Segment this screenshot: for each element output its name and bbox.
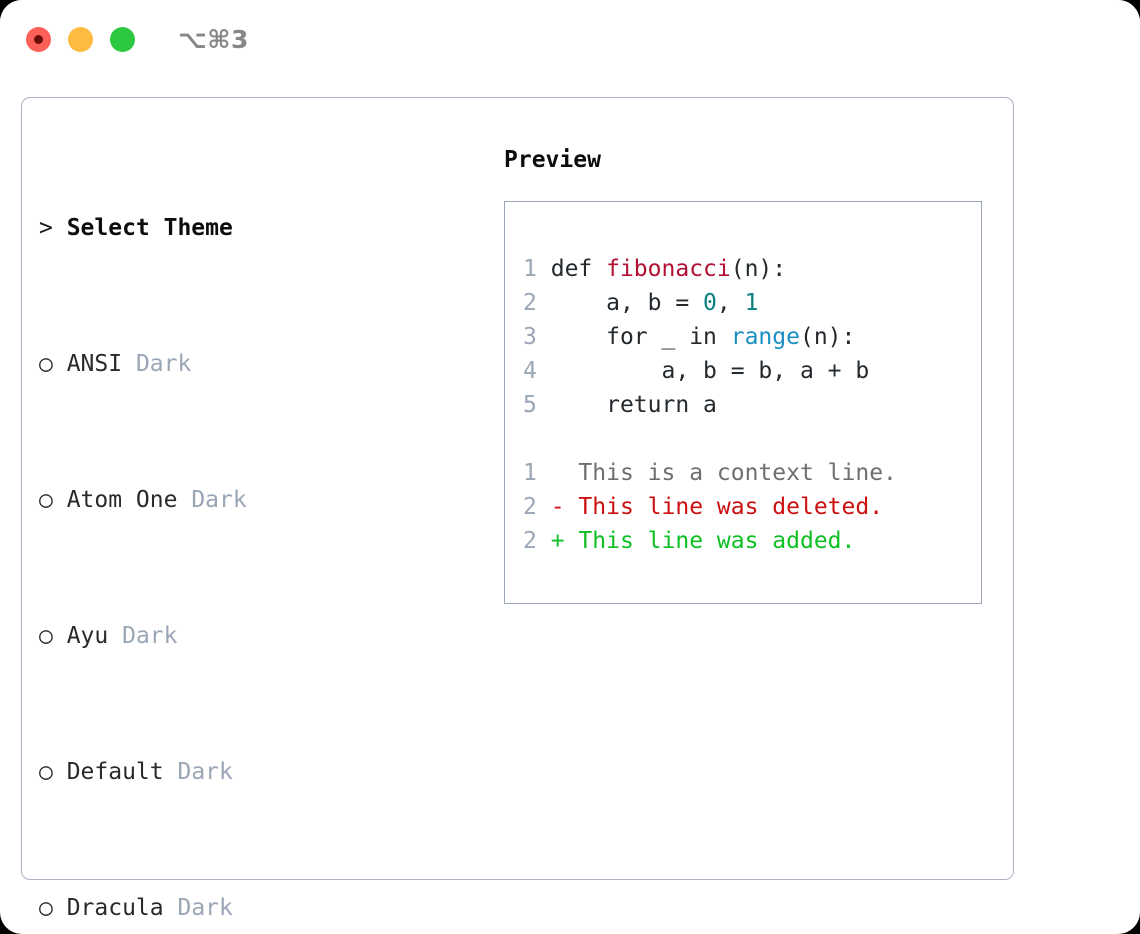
line-number: 2	[523, 290, 537, 316]
code-token-function: fibonacci	[606, 256, 731, 282]
theme-option-label: Ayu	[66, 623, 109, 649]
diff-text: This line was added.	[578, 528, 856, 554]
maximize-button[interactable]	[110, 26, 135, 52]
diff-line-deleted: 2 - This line was deleted.	[523, 490, 981, 524]
theme-option-label: Dracula	[66, 895, 164, 921]
theme-option-label: Default	[66, 759, 164, 785]
code-blank-line	[523, 422, 981, 456]
theme-option-tag	[122, 351, 136, 377]
radio-off-icon: ○	[39, 895, 67, 921]
diff-line-added: 2 + This line was added.	[523, 524, 981, 558]
code-token: def	[550, 256, 607, 282]
code-token-call: range	[730, 324, 800, 350]
radio-off-icon: ○	[39, 623, 67, 649]
code-token: a, b = b, a + b	[550, 358, 870, 384]
theme-option-atom-one[interactable]: ○ Atom One Dark	[39, 483, 504, 517]
title-bar: ⌥⌘3	[0, 0, 1140, 78]
code-token: ,	[716, 290, 745, 316]
radio-off-icon: ○	[39, 351, 67, 377]
theme-list-heading: > Select Theme	[39, 211, 504, 245]
code-token: (n):	[799, 324, 856, 350]
record-dot-icon	[34, 34, 43, 44]
theme-option-label: ANSI	[66, 351, 123, 377]
line-number: 2	[523, 528, 537, 554]
code-space	[537, 324, 551, 350]
code-preview-box: 1 def fibonacci(n): 2 a, b = 0, 1 3 for …	[504, 201, 982, 604]
theme-option-space	[164, 759, 178, 785]
theme-option-space	[164, 895, 178, 921]
line-number: 2	[523, 494, 537, 520]
line-number: 1	[523, 256, 537, 282]
code-token: a, b =	[550, 290, 704, 316]
main-panel: > Select Theme ○ ANSI Dark ○ Atom One Da…	[21, 97, 1014, 921]
diff-marker-minus: -	[550, 494, 579, 520]
theme-option-default[interactable]: ○ Default Dark	[39, 755, 504, 789]
diff-space	[537, 494, 551, 520]
theme-option-tag-value: Dark	[191, 487, 247, 513]
code-line: 2 a, b = 0, 1	[523, 286, 981, 320]
theme-picker-column: > Select Theme ○ ANSI Dark ○ Atom One Da…	[39, 143, 504, 934]
theme-option-label: Atom One	[66, 487, 178, 513]
theme-option-tag-value: Dark	[177, 759, 233, 785]
code-line: 4 a, b = b, a + b	[523, 354, 981, 388]
prompt-caret-icon: >	[39, 215, 67, 241]
theme-list-heading-label: Select Theme	[66, 215, 233, 241]
code-token-number: 0	[703, 290, 717, 316]
theme-option-space	[177, 487, 191, 513]
theme-option-ansi[interactable]: ○ ANSI Dark	[39, 347, 504, 381]
radio-off-icon: ○	[39, 487, 67, 513]
theme-list: > Select Theme ○ ANSI Dark ○ Atom One Da…	[39, 143, 504, 934]
panel-columns: > Select Theme ○ ANSI Dark ○ Atom One Da…	[22, 98, 1013, 934]
code-space	[537, 392, 551, 418]
line-number: 4	[523, 358, 537, 384]
diff-marker-plus: +	[550, 528, 579, 554]
window-controls	[26, 26, 135, 52]
theme-option-space	[108, 623, 122, 649]
diff-line-context: 1 This is a context line.	[523, 456, 981, 490]
keyboard-shortcut-label: ⌥⌘3	[178, 24, 249, 54]
code-token: for _ in	[550, 324, 731, 350]
line-number: 3	[523, 324, 537, 350]
line-number: 1	[523, 460, 537, 486]
diff-text: This line was deleted.	[578, 494, 884, 520]
preview-title: Preview	[504, 147, 601, 173]
theme-option-tag-value: Dark	[177, 895, 233, 921]
code-line: 5 return a	[523, 388, 981, 422]
diff-space	[537, 528, 551, 554]
diff-marker	[551, 460, 579, 486]
minimize-button[interactable]	[68, 26, 93, 52]
code-space	[537, 290, 551, 316]
code-space	[537, 256, 551, 282]
diff-text: This is a context line.	[578, 460, 897, 486]
code-token: (n):	[730, 256, 787, 282]
code-token-number: 1	[744, 290, 759, 316]
code-token: return a	[550, 392, 717, 418]
close-button[interactable]	[26, 26, 51, 52]
radio-off-icon: ○	[39, 759, 67, 785]
code-line: 3 for _ in range(n):	[523, 320, 981, 354]
theme-option-tag-value: Dark	[122, 623, 178, 649]
theme-option-ayu[interactable]: ○ Ayu Dark	[39, 619, 504, 653]
code-line: 1 def fibonacci(n):	[523, 252, 981, 286]
line-number: 5	[523, 392, 537, 418]
diff-space	[537, 460, 551, 486]
code-space	[537, 358, 551, 384]
theme-option-dracula[interactable]: ○ Dracula Dark	[39, 891, 504, 925]
theme-option-tag-value: Dark	[135, 351, 192, 377]
preview-column: Preview 1 def fibonacci(n): 2 a, b = 0, …	[504, 143, 1013, 934]
